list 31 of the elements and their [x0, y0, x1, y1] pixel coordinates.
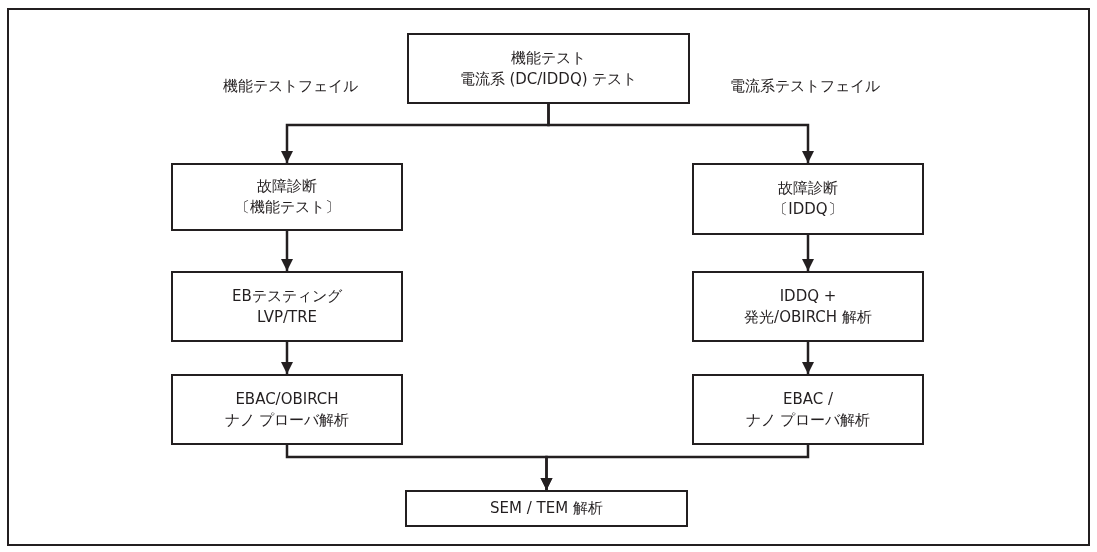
branch-label: 電流系テストフェイル [730, 76, 880, 96]
process-box [171, 374, 403, 445]
process-box [171, 163, 403, 231]
process-box [692, 271, 924, 342]
box-text: 発光/OBIRCH 解析 [744, 306, 872, 328]
box-text: 〔機能テスト〕 [234, 197, 340, 218]
branch-label: 機能テストフェイル [222, 76, 358, 96]
process-box [692, 163, 924, 235]
box-text: 機能テスト [511, 47, 586, 69]
box-text: EBテスティング [232, 285, 342, 307]
box-text: 故障診断 [778, 178, 838, 199]
process-box [692, 374, 924, 445]
box-text: ナノ プローバ解析 [745, 409, 871, 431]
box-text: IDDQ + [779, 285, 837, 307]
arrow [280, 342, 294, 374]
box-text: LVP/TRE [256, 306, 318, 328]
arrow [801, 235, 815, 271]
arrow [280, 231, 294, 271]
arrow [801, 342, 815, 374]
process-box [405, 490, 688, 527]
box-text: 〔IDDQ〕 [773, 199, 843, 220]
process-box [407, 33, 690, 104]
process-box [171, 271, 403, 342]
arrow [540, 445, 810, 490]
arrow [547, 104, 815, 163]
box-text: 故障診断 [257, 176, 317, 197]
box-text: 電流系 (DC/IDDQ) テスト [459, 68, 638, 90]
box-text: EBAC / [782, 388, 834, 410]
box-text: ナノ プローバ解析 [224, 409, 350, 431]
box-text: EBAC/OBIRCH [235, 388, 339, 410]
box-text: SEM / TEM 解析 [490, 498, 603, 519]
